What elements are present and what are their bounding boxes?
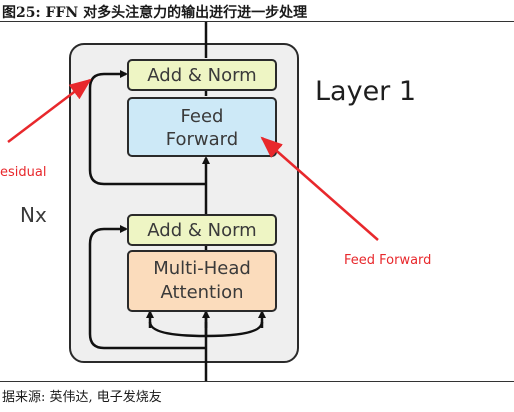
feed-forward-annotation-label: Feed Forward [344,253,431,268]
feed-forward-label-line2: Forward [166,129,238,150]
add-norm-bottom-block [127,214,277,246]
layer-container [69,43,299,363]
figure-caption: 图25: FFN 对多头注意力的输出进行进一步处理 [2,5,308,21]
feed-forward-block [127,97,277,157]
feed-forward-label-line1: Feed [181,106,224,127]
residual-annotation-arrow [7,78,92,143]
mha-label-line2: Attention [160,282,243,303]
mha-label-line1: Multi-Head [153,258,251,279]
add-norm-top-label: Add & Norm [147,65,256,86]
top-divider [0,21,514,22]
feed-forward-annotation-arrow [260,136,379,241]
source-note: 据来源: 英伟达, 电子发烧友 [2,390,162,405]
bottom-divider [0,381,514,382]
add-norm-top-block [127,59,277,91]
residual-annotation-label: esidual [0,165,46,180]
multi-head-attention-block [127,250,277,312]
residual-connection-top [88,70,206,186]
add-norm-bottom-label: Add & Norm [147,220,256,241]
nx-label: Nx [20,203,47,227]
layer-label: Layer 1 [315,76,416,107]
residual-connection-bottom [88,225,206,350]
